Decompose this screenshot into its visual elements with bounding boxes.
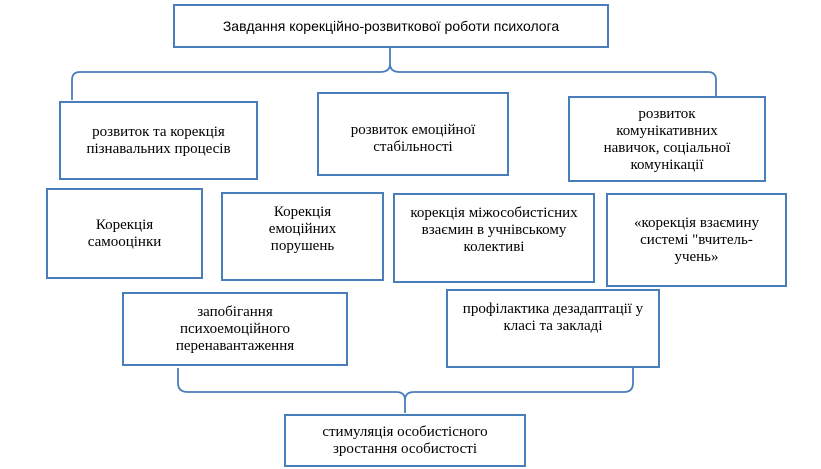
root-task-text: Завдання корекційно-розвиткової роботи п… (222, 17, 560, 34)
level2-text-emotional-disorders: Корекція емоційних порушень (268, 204, 337, 254)
level2-text-self-esteem: Корекція самооцінки (87, 216, 162, 250)
level1-box-cognitive: розвиток та корекція пізнавальних процес… (59, 101, 258, 180)
level1-text-cognitive: розвиток та корекція пізнавальних процес… (86, 123, 231, 157)
level3-box-overload-prevention: запобігання психоемоційного перенавантаж… (122, 292, 348, 366)
level1-text-communicative: розвиток комунікативних навичок, соціаль… (603, 106, 731, 173)
level1-text-emotional: розвиток емоційної стабільності (350, 122, 476, 155)
root-task-box: Завдання корекційно-розвиткової роботи п… (173, 4, 609, 48)
top-brace (71, 48, 717, 100)
level1-box-emotional: розвиток емоційної стабільності (317, 92, 509, 176)
level2-box-emotional-disorders: Корекція емоційних порушень (221, 192, 384, 281)
level2-text-teacher-student: «корекція взаємину системі "вчитель-учен… (634, 214, 759, 265)
level2-text-interpersonal: корекція міжособистісних взаємин в учнів… (410, 205, 578, 255)
level2-box-teacher-student: «корекція взаємину системі "вчитель-учен… (606, 193, 787, 287)
level2-box-interpersonal: корекція міжособистісних взаємин в учнів… (393, 193, 595, 283)
result-box-growth: стимуляція особистісного зростання особи… (284, 414, 526, 467)
level1-box-communicative: розвиток комунікативних навичок, соціаль… (568, 96, 766, 182)
level2-box-self-esteem: Корекція самооцінки (46, 188, 203, 279)
result-text-growth: стимуляція особистісного зростання особи… (322, 423, 488, 457)
level3-box-maladaptation-prevention: профілактика дезадаптації у класі та зак… (446, 289, 660, 368)
level3-text-overload-prevention: запобігання психоемоційного перенавантаж… (175, 303, 295, 354)
level3-text-maladaptation-prevention: профілактика дезадаптації у класі та зак… (462, 301, 644, 334)
bottom-brace (177, 368, 634, 413)
